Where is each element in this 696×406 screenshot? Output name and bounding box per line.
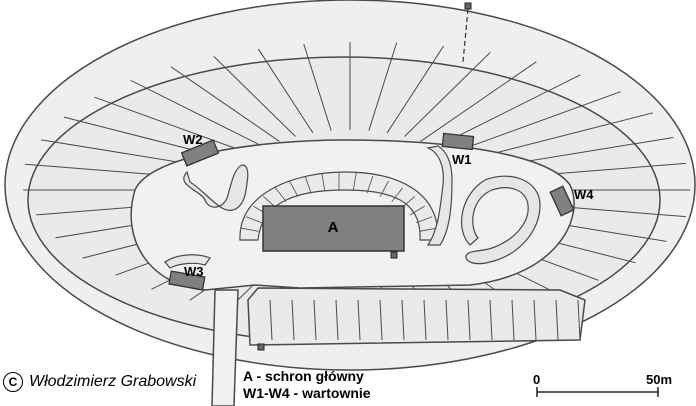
- entrance-road: [211, 289, 239, 406]
- lower-barracks-dividers: [269, 299, 581, 341]
- divider-line: [291, 299, 295, 341]
- divider-line: [368, 42, 404, 131]
- guardhouse-w3: [168, 270, 206, 291]
- divider-line: [313, 299, 317, 341]
- guardhouse-w1: [441, 132, 475, 151]
- divider-line: [366, 175, 374, 194]
- divider-line: [289, 180, 299, 197]
- divider-line: [269, 299, 273, 341]
- label-w1: W1: [452, 152, 472, 167]
- divider-line: [109, 69, 266, 149]
- divider-line: [467, 299, 471, 341]
- legend: A - schron główny W1-W4 - wartownie: [243, 368, 371, 402]
- copyright-author: Włodzimierz Grabowski: [29, 373, 197, 390]
- lower-barracks: [247, 287, 586, 346]
- label-w2: W2: [183, 132, 203, 147]
- divider-line: [321, 172, 326, 191]
- main-shelter: [262, 205, 405, 252]
- divider-line: [404, 42, 505, 137]
- copyright: C Włodzimierz Grabowski: [3, 372, 196, 392]
- copyright-icon: C: [3, 372, 23, 392]
- legend-line-guardhouses: W1-W4 - wartownie: [243, 385, 371, 401]
- divider-line: [304, 175, 312, 194]
- trench-left: [183, 164, 249, 211]
- divider-line: [489, 299, 493, 341]
- label-w4: W4: [574, 187, 594, 202]
- divider-line: [511, 299, 515, 341]
- guardhouse-w2: [180, 139, 220, 167]
- divider-line: [149, 52, 280, 142]
- divider-line: [420, 52, 551, 142]
- trench-w3: [164, 254, 211, 269]
- observation-link: [462, 8, 469, 63]
- divider-line: [74, 89, 254, 156]
- small-post-bottom: [257, 343, 265, 351]
- legend-line-shelter: A - schron główny: [243, 368, 364, 384]
- scale-start: 0: [533, 372, 540, 387]
- scale-end: 50m: [646, 372, 672, 387]
- observation-post: [464, 2, 472, 10]
- divider-line: [379, 180, 389, 197]
- divider-line: [379, 299, 383, 341]
- divider-line: [296, 42, 332, 131]
- trench-right-spiral: [461, 175, 541, 265]
- divider-line: [335, 299, 339, 341]
- divider-line: [533, 299, 537, 341]
- trench-center: [425, 145, 453, 246]
- divider-line: [577, 299, 581, 341]
- divider-line: [415, 216, 433, 224]
- divider-line: [409, 205, 425, 216]
- divider-line: [352, 172, 357, 191]
- small-post-center: [390, 251, 398, 259]
- central-casemate-dividers: [240, 172, 438, 241]
- divider-line: [275, 187, 287, 202]
- divider-line: [357, 299, 361, 341]
- main-shelter-label: A: [328, 219, 339, 236]
- divider-line: [419, 227, 437, 232]
- label-w3: W3: [184, 264, 204, 279]
- divider-line: [445, 299, 449, 341]
- divider-line: [423, 299, 427, 341]
- scale-bar: 0 50m: [533, 372, 672, 397]
- divider-line: [401, 299, 405, 341]
- divider-line: [241, 227, 259, 232]
- guardhouse-w4: [549, 185, 575, 217]
- divider-line: [446, 89, 626, 156]
- divider-line: [555, 299, 559, 341]
- divider-line: [391, 187, 403, 202]
- divider-line: [245, 216, 263, 224]
